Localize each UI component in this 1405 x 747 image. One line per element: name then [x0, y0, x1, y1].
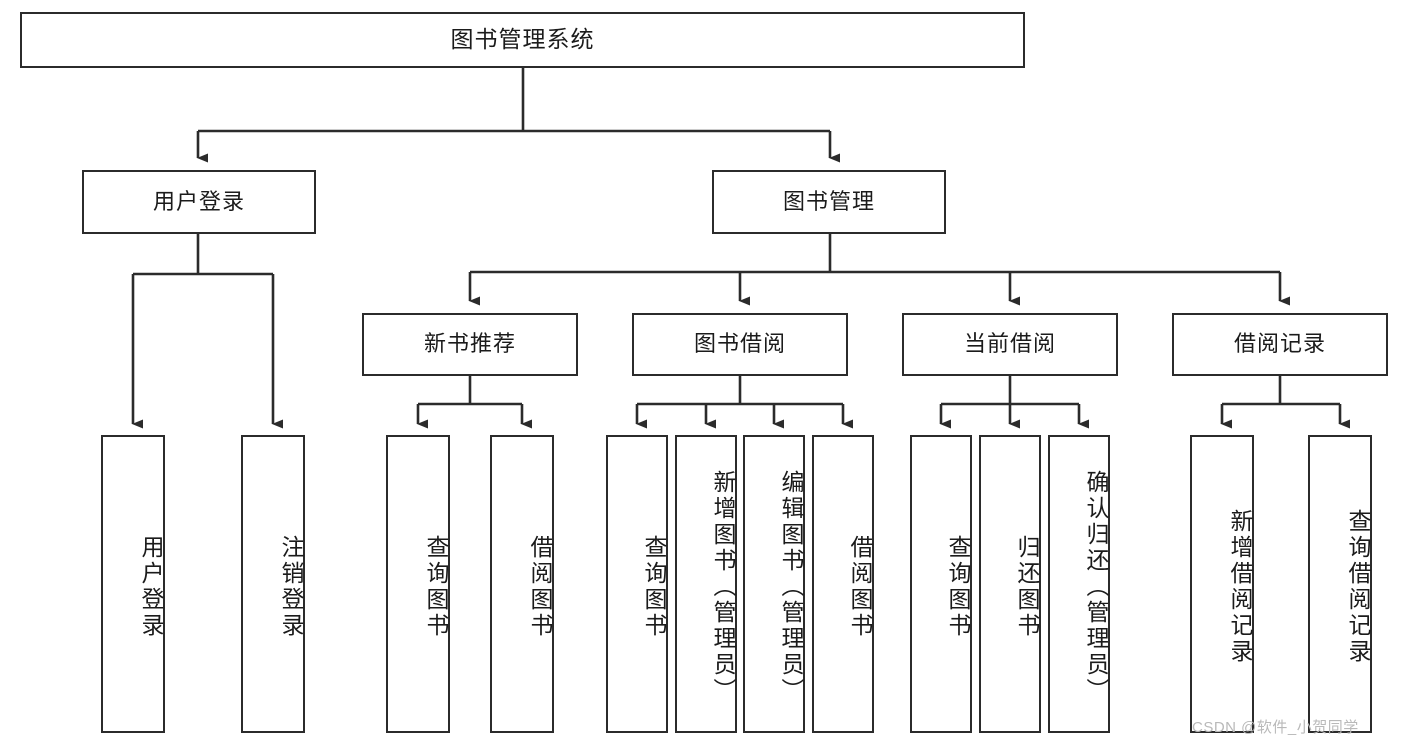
- leaf-borrow-book-newbook[interactable]: 借阅图书: [490, 435, 554, 733]
- leaf-edit-book-admin[interactable]: 编辑图书（管理员）: [743, 435, 805, 733]
- node-user-login[interactable]: 用户登录: [82, 170, 316, 234]
- leaf-borrow-book[interactable]: 借阅图书: [812, 435, 874, 733]
- node-label: 借阅图书: [847, 535, 873, 639]
- node-label: 用户登录: [138, 535, 164, 639]
- node-label: 确认归还（管理员）: [1083, 470, 1109, 704]
- node-label: 借阅记录: [1233, 331, 1326, 357]
- node-label: 图书管理: [782, 188, 875, 214]
- node-borrow-record[interactable]: 借阅记录: [1172, 313, 1388, 376]
- watermark-credit: CSDN @软件_小贺同学: [1192, 719, 1359, 736]
- leaf-query-book-newbook[interactable]: 查询图书: [386, 435, 450, 733]
- node-label: 查询图书: [423, 535, 449, 639]
- leaf-query-book-borrow[interactable]: 查询图书: [606, 435, 668, 733]
- leaf-query-book-current[interactable]: 查询图书: [910, 435, 972, 733]
- node-current-borrow[interactable]: 当前借阅: [902, 313, 1118, 376]
- node-label: 图书管理系统: [450, 26, 595, 53]
- node-label: 查询图书: [945, 535, 971, 639]
- leaf-user-login[interactable]: 用户登录: [101, 435, 165, 733]
- node-label: 图书借阅: [693, 331, 786, 357]
- node-label: 当前借阅: [963, 331, 1056, 357]
- node-label: 归还图书: [1014, 535, 1040, 639]
- node-label: 编辑图书（管理员）: [778, 470, 804, 704]
- node-label: 用户登录: [152, 188, 245, 214]
- node-label: 新书推荐: [423, 331, 516, 357]
- node-new-book-recommend[interactable]: 新书推荐: [362, 313, 578, 376]
- node-root-system[interactable]: 图书管理系统: [20, 12, 1025, 68]
- node-label: 新增图书（管理员）: [710, 470, 736, 704]
- node-label: 借阅图书: [527, 535, 553, 639]
- leaf-add-borrow-record[interactable]: 新增借阅记录: [1190, 435, 1254, 733]
- leaf-logout-login[interactable]: 注销登录: [241, 435, 305, 733]
- node-label: 注销登录: [278, 535, 304, 639]
- node-label: 新增借阅记录: [1227, 509, 1253, 665]
- node-book-borrow[interactable]: 图书借阅: [632, 313, 848, 376]
- leaf-add-book-admin[interactable]: 新增图书（管理员）: [675, 435, 737, 733]
- leaf-confirm-return-admin[interactable]: 确认归还（管理员）: [1048, 435, 1110, 733]
- node-label: 查询借阅记录: [1345, 509, 1371, 665]
- leaf-query-borrow-record[interactable]: 查询借阅记录: [1308, 435, 1372, 733]
- node-book-management[interactable]: 图书管理: [712, 170, 946, 234]
- node-label: 查询图书: [641, 535, 667, 639]
- leaf-return-book[interactable]: 归还图书: [979, 435, 1041, 733]
